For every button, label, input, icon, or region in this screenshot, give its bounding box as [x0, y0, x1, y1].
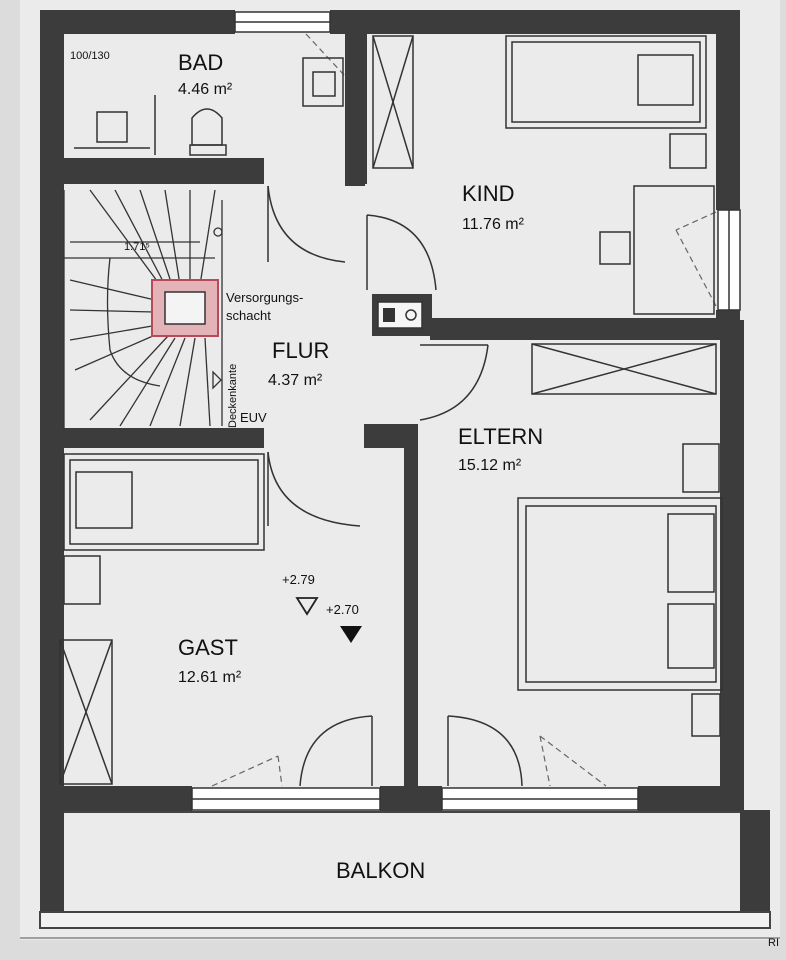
utility-shaft-icon	[151, 279, 219, 337]
eltern-nightstand-top-icon	[682, 443, 720, 493]
windows	[191, 11, 741, 811]
walls	[40, 10, 770, 920]
eltern-furniture	[517, 343, 723, 737]
level-marker-filled-icon	[340, 626, 362, 643]
chair-icon	[599, 231, 631, 265]
bathroom-fixtures	[74, 57, 344, 156]
gast-bed-icon	[63, 453, 265, 551]
washbasin-icon	[302, 57, 344, 107]
shaft-label-line1: Versorgungs-	[226, 290, 303, 305]
gast-furniture	[59, 453, 265, 785]
level-upper: +2.79	[282, 572, 315, 587]
kind-furniture	[372, 35, 715, 315]
room-name-flur: FLUR	[272, 338, 329, 363]
double-bed-icon	[517, 497, 723, 691]
shower-drain-icon	[96, 111, 128, 143]
room-name-eltern: ELTERN	[458, 424, 543, 449]
room-name-bad: BAD	[178, 50, 223, 75]
level-marker-open-icon	[295, 597, 319, 616]
paper-sheet	[20, 0, 780, 940]
room-name-gast: GAST	[178, 635, 238, 660]
desk-icon	[633, 185, 715, 315]
outlet-box-icon	[377, 301, 423, 329]
window-swings	[211, 33, 717, 787]
shaft-label-line2: schacht	[226, 308, 271, 323]
gast-nightstand-icon	[63, 555, 101, 605]
room-name-balkon: BALKON	[336, 858, 425, 883]
room-area-flur: 4.37 m²	[268, 372, 323, 389]
room-area-bad: 4.46 m²	[178, 81, 233, 98]
balcony	[20, 811, 780, 939]
stair-euv-label: EUV	[240, 410, 267, 425]
scale-reference: 100/130	[70, 50, 110, 62]
room-area-eltern: 15.12 m²	[458, 457, 522, 474]
bed-icon	[505, 35, 707, 129]
room-area-gast: 12.61 m²	[178, 669, 242, 686]
room-area-kind: 11.76 m²	[462, 216, 525, 233]
wardrobe-icon	[372, 35, 414, 169]
gast-wardrobe-icon	[59, 639, 113, 785]
staircase	[63, 189, 223, 430]
eltern-wardrobe-icon	[531, 343, 717, 395]
nightstand-icon	[669, 133, 707, 169]
toilet-icon	[191, 108, 223, 146]
edge-text: RI	[768, 937, 779, 949]
stair-dimension: 1.71⁵	[124, 241, 150, 253]
room-name-kind: KIND	[462, 181, 515, 206]
stair-edge-label: Deckenkante	[227, 364, 239, 428]
eltern-nightstand-bottom-icon	[691, 693, 721, 737]
doors	[267, 185, 523, 787]
level-lower: +2.70	[326, 602, 359, 617]
